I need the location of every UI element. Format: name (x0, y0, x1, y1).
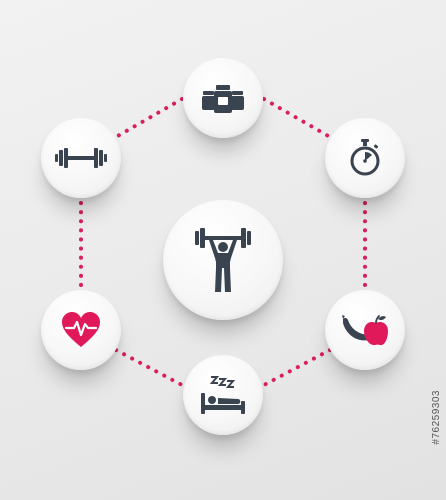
connector-bottom-right-to-bottom (262, 348, 332, 387)
supplements-jars-icon (202, 85, 244, 113)
barbell-icon (55, 148, 107, 168)
connector-top-to-top-left (114, 97, 184, 139)
barbell-circle (41, 118, 121, 198)
weightlifter-icon (195, 228, 251, 292)
fruit-circle (325, 290, 405, 370)
connector-bottom-left-to-bottom (114, 348, 184, 387)
banana-apple-icon (342, 315, 388, 346)
sleep-circle (183, 355, 263, 435)
heart-rate-circle (41, 290, 121, 370)
heart-rate-icon (62, 312, 100, 347)
sleep-bed-icon (201, 376, 245, 414)
connector-top-to-top-right (262, 97, 332, 139)
supplements-circle (183, 58, 263, 138)
stopwatch-circle (325, 118, 405, 198)
image-id-credit: #76259303 (431, 390, 442, 445)
weightlifter-circle (163, 200, 283, 320)
stopwatch-icon (350, 139, 380, 176)
